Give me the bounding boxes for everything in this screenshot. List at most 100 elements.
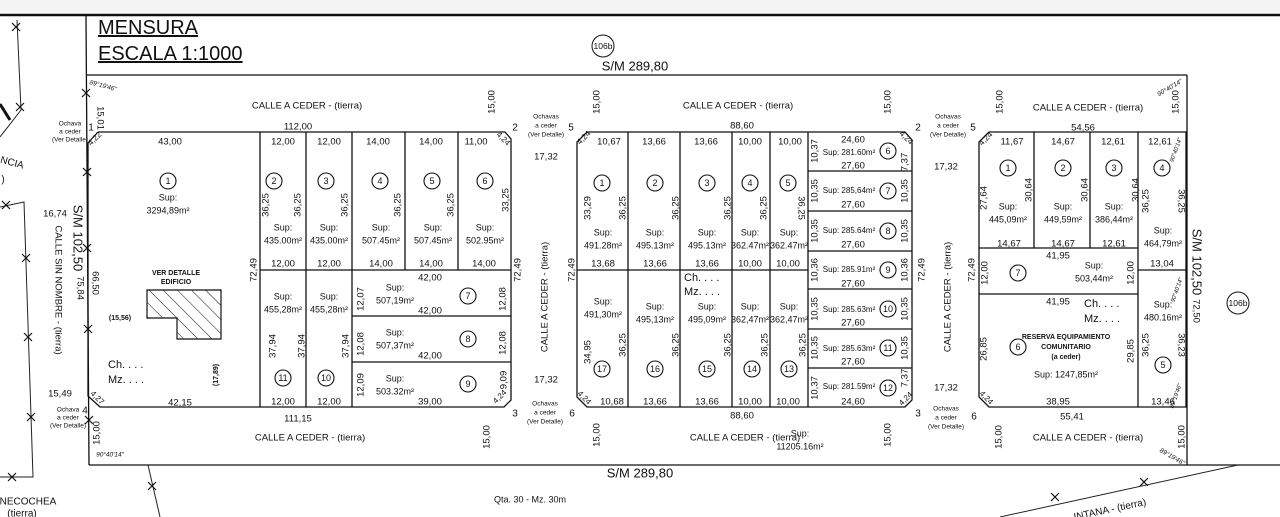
reserve-note: COMUNITARIO — [1041, 344, 1091, 351]
lot-number: 14 — [747, 364, 757, 374]
ochava-note: a ceder — [935, 415, 958, 422]
lot-number-circle — [779, 174, 797, 192]
dimension-label: 36,25 — [723, 196, 734, 220]
lot-area: 455,28m² — [264, 304, 302, 314]
dimension-label: 37,94 — [341, 334, 352, 358]
lot-number-circle — [459, 375, 477, 393]
lot-number-circle — [1009, 338, 1027, 356]
parcel-tag: 106b — [1229, 298, 1248, 308]
dimension-label: 15,49 — [48, 389, 72, 400]
sup-label: Sup: — [780, 227, 799, 237]
sup-label: Sup: — [741, 227, 760, 237]
lot-number: 5 — [785, 178, 790, 188]
mz-label: Mz. . . . — [1084, 313, 1120, 325]
ochava-note: a ceder — [59, 129, 82, 136]
sup-label: Sup: — [594, 227, 613, 237]
lot-area: 449,59m² — [1044, 214, 1082, 224]
dimension-label: 13,66 — [642, 137, 666, 148]
ochava-note: (Ver Detalle) — [52, 137, 88, 144]
parcel-tag-circle — [1226, 291, 1250, 315]
ochava-note: Ochava — [59, 121, 82, 128]
boundary-marker-icon — [21, 253, 31, 263]
dimension-label: 4,24 — [491, 388, 509, 406]
lot-number: 8 — [885, 226, 890, 236]
lot-number-circle — [371, 172, 389, 190]
dimension-label: 16,74 — [43, 209, 67, 220]
lot-area: 507.45m² — [414, 235, 452, 245]
dimension-label: 10,36 — [810, 258, 821, 282]
lot-number-circle — [1054, 159, 1072, 177]
dimension-label: 17,32 — [534, 375, 558, 386]
sm-right-dim: 72,50 — [1190, 299, 1201, 323]
dimension-label: 27,60 — [841, 357, 865, 368]
dimension-label: 42,15 — [168, 398, 192, 409]
block-2-outline — [576, 131, 913, 408]
dimension-label: 10,36 — [900, 258, 911, 282]
lot-area: 3294,89m² — [146, 205, 189, 215]
lot-number-circle — [593, 360, 611, 378]
lot-number-circle — [274, 369, 292, 387]
lot-area: 435.00m² — [310, 235, 348, 245]
dimension-label: 14,00 — [419, 137, 443, 148]
dimension-label: 36,25 — [293, 193, 304, 217]
dimension-label: 38,95 — [1046, 397, 1070, 408]
dimension-label: 13,66 — [694, 137, 718, 148]
dimension-label: 13,04 — [1150, 259, 1174, 270]
dimension-label: 15,00 — [92, 421, 103, 445]
dimension-label: 15,00 — [487, 90, 498, 114]
dimension-label: 27,64 — [979, 186, 990, 210]
lot-number: 17 — [597, 364, 607, 374]
ochava-note: Ochava — [57, 407, 80, 414]
dimension-label: 12,61 — [1101, 137, 1125, 148]
building-note: VER DETALLE — [152, 270, 200, 277]
dimension-label: 10,37 — [810, 376, 821, 400]
dimension-label: 4,24 — [576, 389, 594, 407]
dimension-label: 36,25 — [723, 333, 734, 357]
lot-area: 491.28m² — [584, 240, 622, 250]
lot-area: 445,09m² — [989, 214, 1027, 224]
dimension-label: 17,32 — [934, 162, 958, 173]
plan-scale: ESCALA 1:1000 — [98, 43, 243, 65]
lot-number-circle — [459, 330, 477, 348]
ochava-note: Ochavas — [533, 114, 559, 121]
dimension-label: 7,37 — [900, 369, 911, 388]
dimension-label: 12,00 — [1126, 261, 1137, 285]
dimension-label: 14,00 — [369, 259, 393, 270]
dimension-label: 13,66 — [695, 259, 719, 270]
dimension-label: 33,29 — [583, 196, 594, 220]
sup-label: Sup: — [159, 192, 178, 202]
dimension-label: 11,67 — [1000, 137, 1023, 148]
dimension-label: 10,35 — [810, 179, 821, 203]
lot-number-circle — [423, 172, 441, 190]
dimension-label: 42,00 — [418, 306, 442, 317]
dimension-label: 88,60 — [730, 411, 754, 422]
dimension-label: 30,64 — [1080, 178, 1091, 202]
dimension-label: Sup: 281.59m² — [823, 382, 876, 391]
ochava-note: a ceder — [534, 410, 557, 417]
dimension-label: 4,24 — [898, 129, 916, 147]
dimension-label: 10,35 — [810, 219, 821, 243]
lot-number-circle — [698, 360, 716, 378]
dimension-label: 41,95 — [1046, 251, 1070, 262]
ochava-note: (Ver Detalle) — [930, 132, 966, 139]
dimension-label: 54,56 — [1071, 123, 1095, 134]
sup-label: Sup: — [698, 301, 717, 311]
dimension-label: 14,67 — [1051, 137, 1075, 148]
lot-number: 3 — [704, 178, 709, 188]
dimension-label: 42,00 — [418, 351, 442, 362]
dimension-label: 13,66 — [643, 397, 667, 408]
dimension-label: 12,00 — [271, 259, 295, 270]
lot-area: 495,13m² — [636, 314, 674, 324]
lot-area: 507,37m² — [376, 340, 414, 350]
lot-area: 495.13m² — [688, 240, 726, 250]
lot-area: 362,47m² — [770, 314, 808, 324]
dimension-label: 4,27 — [89, 389, 107, 407]
dimension-label: 36,25 — [1141, 333, 1152, 357]
vertex-number: 2 — [915, 123, 921, 134]
dimension-label: 14,67 — [1051, 239, 1075, 250]
street-name: CALLE A CEDER - (tierra) — [1033, 433, 1143, 444]
lot-number-circle — [1153, 159, 1171, 177]
building-note: (15,56) — [109, 315, 131, 322]
ch-label: Ch. . . . — [684, 272, 719, 284]
